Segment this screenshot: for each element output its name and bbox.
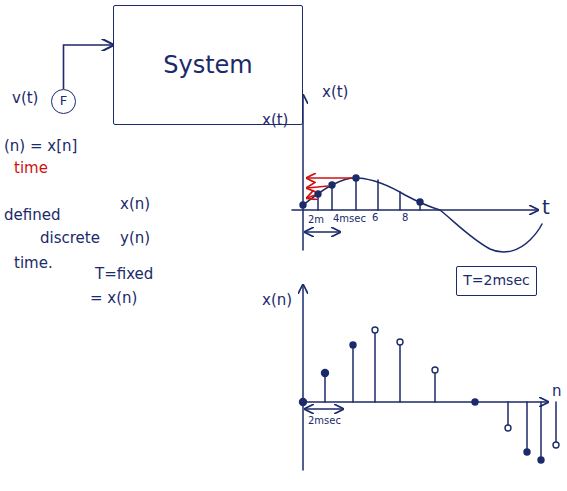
tick-label: 6: [372, 212, 378, 223]
note: = x(n): [90, 290, 137, 307]
stem-dot: [300, 399, 307, 406]
spacing-arrow: [305, 231, 340, 233]
stem: [555, 402, 557, 445]
sample-stem: [377, 180, 379, 210]
source-circle: F: [51, 89, 76, 114]
signal-name: x(t): [322, 84, 348, 101]
stem-dot: [538, 457, 544, 463]
note: time.: [14, 255, 53, 272]
stem: [399, 342, 401, 402]
system-box: System: [113, 5, 303, 125]
sample-dot: [300, 202, 306, 208]
stem: [526, 402, 528, 452]
note: defined: [4, 207, 60, 224]
stem-dot: [472, 399, 478, 405]
signal-wire: [64, 45, 114, 89]
signal-name: x(t): [262, 112, 288, 129]
node-text: System: [163, 52, 253, 78]
sample-dot: [417, 199, 423, 205]
stem: [540, 402, 542, 460]
tick-label: 4msec: [333, 213, 366, 224]
stem: [374, 330, 376, 402]
stem-dot: [432, 367, 438, 373]
signal-name: v(t): [12, 90, 38, 107]
sampling-arrow: [307, 195, 315, 198]
sample-stem: [399, 192, 401, 210]
y-axis: [302, 285, 304, 470]
sampling-arrow: [307, 186, 328, 188]
tick-label: 2msec: [308, 415, 341, 426]
note: x(n): [120, 196, 150, 213]
sample-stem: [331, 185, 333, 210]
stem: [324, 373, 326, 402]
sample-dot: [353, 175, 359, 181]
note: y(n): [120, 230, 150, 247]
tick-label: 8: [402, 212, 408, 223]
note: (n) = x[n]: [4, 138, 77, 155]
axis-name: t: [542, 196, 550, 218]
n-axis: [303, 401, 548, 403]
sample-stem: [355, 178, 357, 210]
stem: [507, 402, 509, 428]
sample-dot: [315, 191, 321, 197]
stem-dot: [553, 442, 559, 448]
note: time: [14, 160, 48, 177]
node-text: T=2msec: [463, 273, 529, 288]
spacing-arrow: [305, 408, 343, 410]
stem-dot: [372, 327, 378, 333]
stem-dot: [505, 425, 511, 431]
signal-curve: [303, 178, 542, 252]
axis-name: n: [552, 383, 562, 400]
note: T=fixed: [95, 266, 153, 283]
period-box: T=2msec: [456, 266, 537, 296]
stem: [352, 345, 354, 402]
node-text: F: [60, 94, 67, 108]
stem-dot: [350, 342, 356, 348]
stem: [434, 370, 436, 402]
sample-dot: [329, 182, 335, 188]
note: discrete: [40, 230, 100, 247]
sampling-arrow: [307, 177, 352, 179]
stem-dot: [524, 449, 530, 455]
t-axis: [292, 209, 538, 211]
stem-dot: [322, 370, 329, 377]
signal-name: x(n): [262, 292, 292, 309]
tick-label: 2m: [308, 214, 324, 225]
stem-dot: [397, 339, 403, 345]
